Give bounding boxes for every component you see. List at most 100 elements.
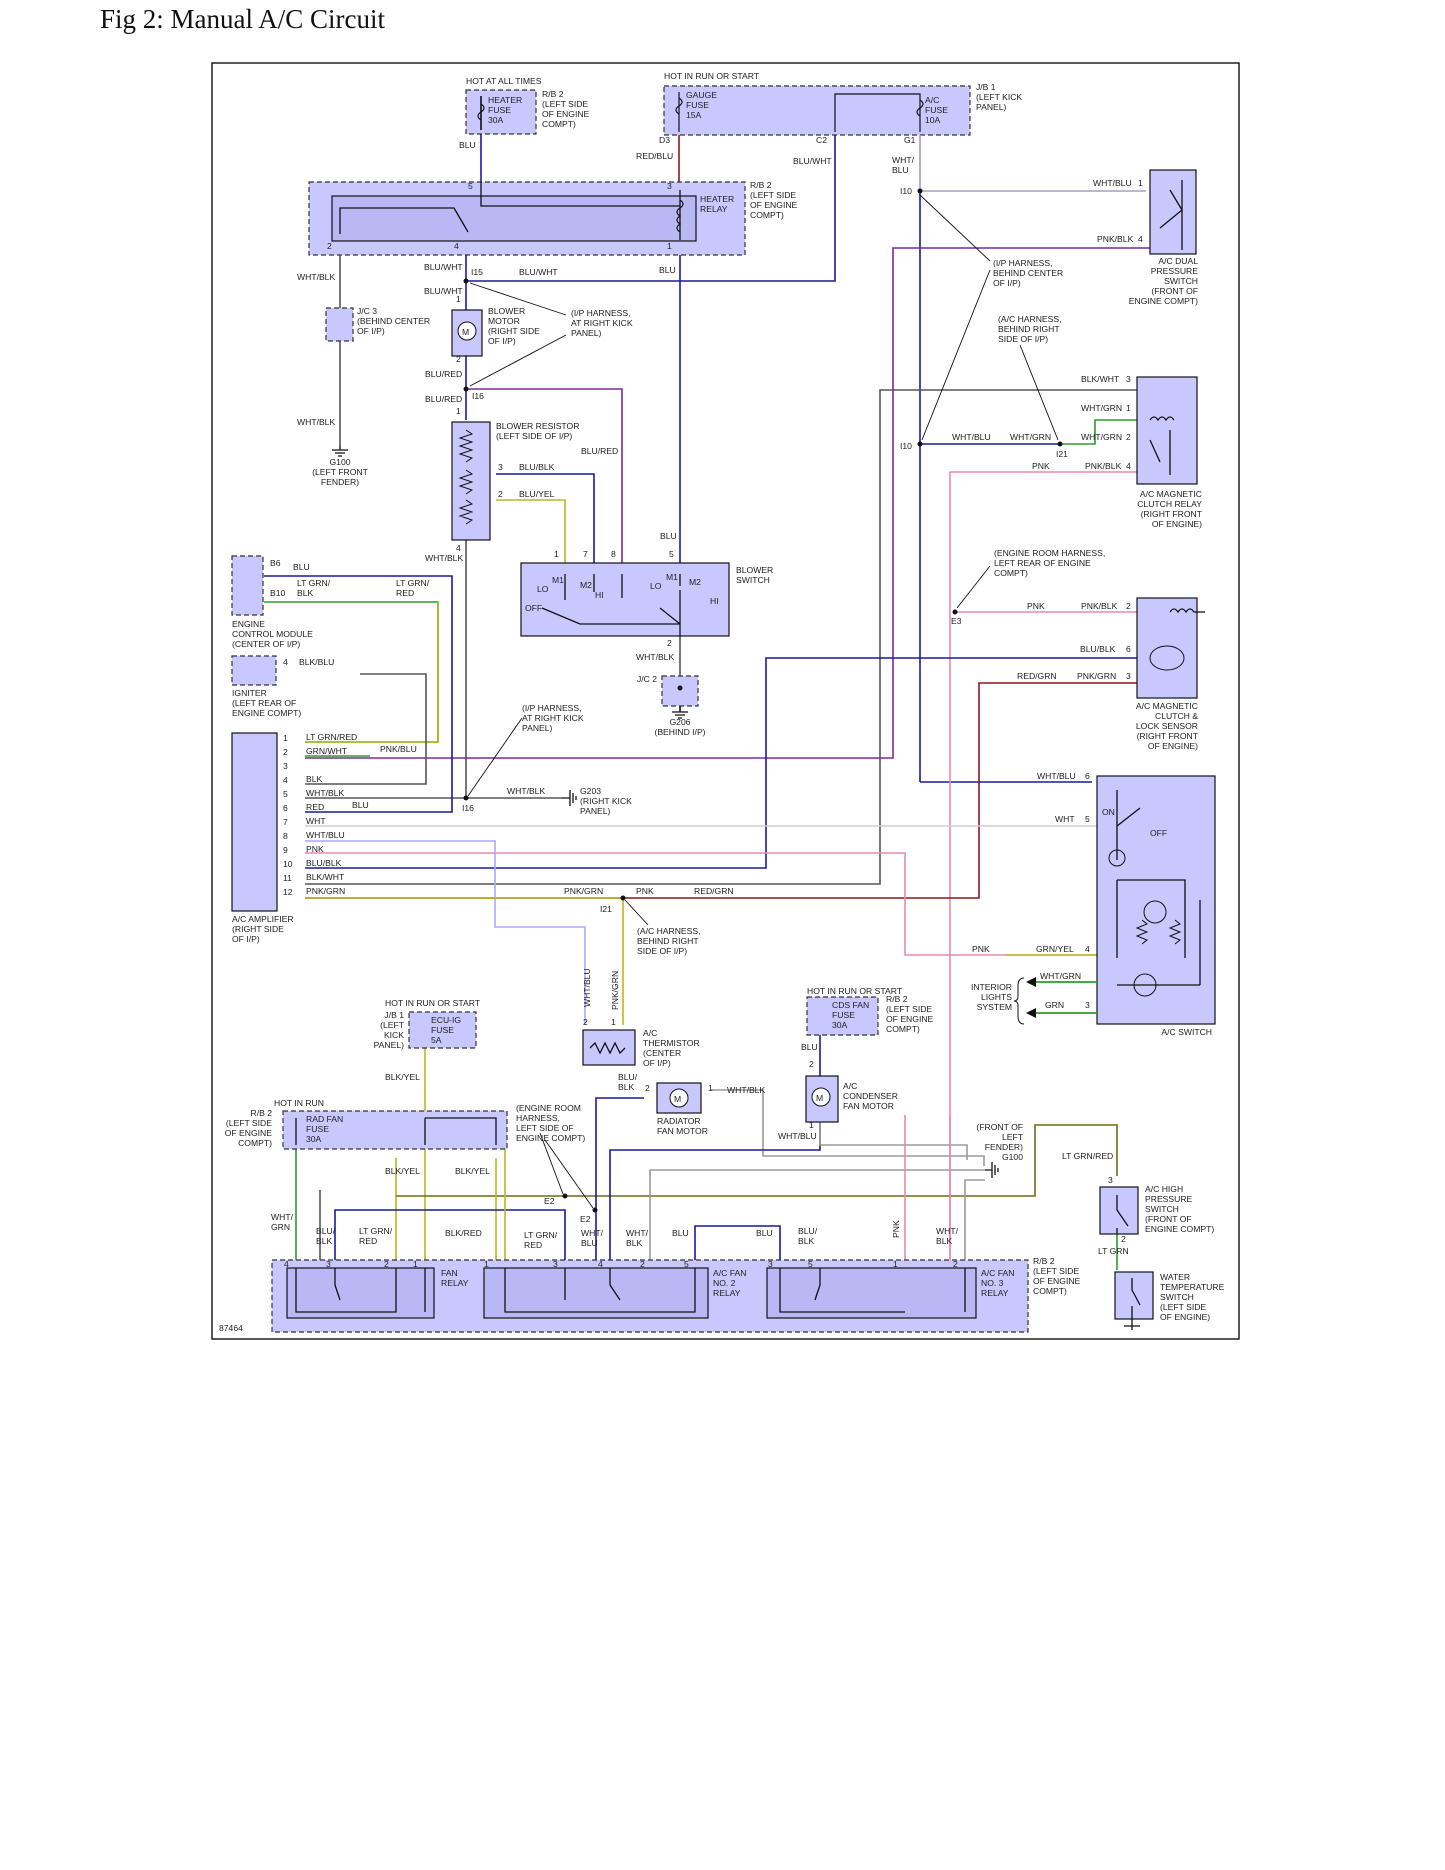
amp-pin-number: 8 — [283, 831, 288, 841]
svg-text:HOT IN RUN: HOT IN RUN — [274, 1098, 324, 1108]
water-temperature-switch — [1114, 1271, 1154, 1320]
svg-text:2: 2 — [1126, 601, 1131, 611]
svg-text:I16: I16 — [462, 803, 474, 813]
ac-high-pressure-switch — [1099, 1186, 1139, 1235]
svg-text:BLU: BLU — [660, 531, 677, 541]
svg-text:LT GRN/RED: LT GRN/RED — [1062, 1151, 1113, 1161]
svg-text:LT GRN/RED: LT GRN/RED — [359, 1226, 393, 1246]
jc2-junction — [661, 675, 699, 707]
engine-control-module — [231, 555, 264, 616]
amp-pin-number: 4 — [283, 775, 288, 785]
svg-text:BLU/RED: BLU/RED — [581, 446, 618, 456]
svg-text:4: 4 — [284, 1259, 289, 1269]
svg-text:BLU/BLK: BLU/BLK — [1080, 644, 1116, 654]
svg-text:J/C 2: J/C 2 — [637, 674, 657, 684]
svg-text:I10: I10 — [900, 441, 912, 451]
svg-text:1: 1 — [667, 241, 672, 251]
svg-text:4: 4 — [456, 543, 461, 553]
svg-text:WHT/BLU: WHT/BLU — [778, 1131, 817, 1141]
svg-text:2: 2 — [953, 1259, 958, 1269]
svg-text:WHT: WHT — [1055, 814, 1075, 824]
amp-pin-number: 12 — [283, 887, 293, 897]
svg-text:BLU: BLU — [352, 800, 369, 810]
svg-text:E2: E2 — [544, 1196, 555, 1206]
svg-text:PNK/GRN: PNK/GRN — [564, 886, 603, 896]
amp-pin-number: 5 — [283, 789, 288, 799]
ac-dual-pressure-switch — [1149, 169, 1197, 255]
svg-text:3: 3 — [1126, 671, 1131, 681]
svg-text:BLU: BLU — [659, 265, 676, 275]
blower-switch — [520, 562, 730, 637]
svg-text:1: 1 — [708, 1083, 713, 1093]
svg-text:3: 3 — [768, 1259, 773, 1269]
svg-text:BLU/WHT: BLU/WHT — [519, 267, 558, 277]
svg-text:1: 1 — [456, 406, 461, 416]
svg-text:2: 2 — [1121, 1234, 1126, 1244]
svg-text:I21: I21 — [1056, 449, 1068, 459]
amp-pin-wire-label: RED — [306, 802, 324, 812]
svg-text:4: 4 — [1126, 461, 1131, 471]
svg-text:PNK/BLU: PNK/BLU — [380, 744, 417, 754]
svg-text:LT GRN/RED: LT GRN/RED — [524, 1230, 558, 1250]
svg-text:2: 2 — [1126, 432, 1131, 442]
blower-resistor — [451, 421, 491, 541]
figure-id: 87464 — [219, 1323, 243, 1333]
svg-text:I10: I10 — [900, 186, 912, 196]
svg-text:8: 8 — [611, 549, 616, 559]
svg-text:5: 5 — [669, 549, 674, 559]
splice-dots — [463, 188, 1063, 1213]
amp-pin-number: 6 — [283, 803, 288, 813]
amp-pin-wire-label: GRN/WHT — [306, 746, 348, 756]
svg-text:BLK/YEL: BLK/YEL — [385, 1166, 420, 1176]
svg-text:GRN: GRN — [1045, 1000, 1064, 1010]
svg-text:BLK/BLU: BLK/BLU — [299, 657, 334, 667]
svg-text:2: 2 — [640, 1259, 645, 1269]
svg-text:RED/BLU: RED/BLU — [636, 151, 673, 161]
svg-text:PNK/BLK: PNK/BLK — [1097, 234, 1134, 244]
svg-text:1: 1 — [611, 1017, 616, 1027]
amp-pin-wire-label: PNK — [306, 844, 324, 854]
svg-text:5: 5 — [468, 181, 473, 191]
svg-text:7: 7 — [583, 549, 588, 559]
svg-text:1: 1 — [1138, 178, 1143, 188]
svg-text:BLU/WHT: BLU/WHT — [424, 262, 463, 272]
svg-text:5: 5 — [808, 1259, 813, 1269]
svg-text:3: 3 — [667, 181, 672, 191]
leader-lines — [467, 194, 1059, 1209]
svg-text:RED/GRN: RED/GRN — [694, 886, 734, 896]
svg-text:BLK/RED: BLK/RED — [445, 1228, 482, 1238]
svg-text:5: 5 — [684, 1259, 689, 1269]
heater-fuse-box — [465, 89, 537, 135]
svg-text:I15: I15 — [471, 267, 483, 277]
svg-text:BLU/YEL: BLU/YEL — [519, 489, 555, 499]
amp-pin-number: 1 — [283, 733, 288, 743]
amp-pin-wire-label: BLK/WHT — [306, 872, 345, 882]
svg-text:BLU/BLK: BLU/BLK — [798, 1226, 818, 1246]
svg-text:6: 6 — [1085, 771, 1090, 781]
svg-text:PNK: PNK — [636, 886, 654, 896]
svg-text:4: 4 — [1085, 944, 1090, 954]
svg-text:WHT/BLU: WHT/BLU — [1093, 178, 1132, 188]
svg-text:BLU/BLK: BLU/BLK — [519, 462, 555, 472]
svg-text:LT GRN/RED: LT GRN/RED — [396, 578, 430, 598]
svg-text:1: 1 — [554, 549, 559, 559]
ac-fan-no2-relay — [483, 1267, 709, 1319]
svg-text:2: 2 — [583, 1017, 588, 1027]
page-title: Fig 2: Manual A/C Circuit — [100, 4, 386, 34]
amp-pin-number: 7 — [283, 817, 288, 827]
svg-text:6: 6 — [1126, 644, 1131, 654]
